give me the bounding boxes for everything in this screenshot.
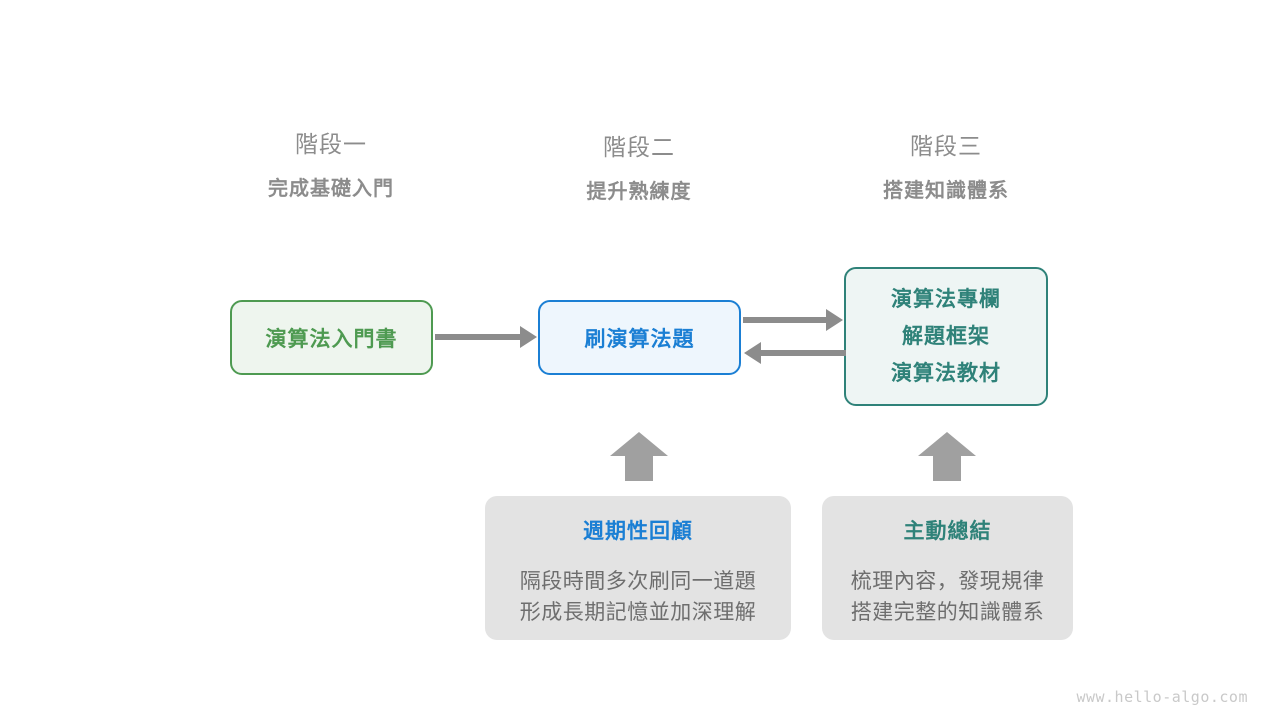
connector-book-to-practice — [435, 334, 522, 340]
card-active-summary-title: 主動總結 — [903, 520, 992, 543]
stage-header-2: 階段二 提升熟練度 — [509, 132, 769, 206]
card-periodic-review: 週期性回顧 隔段時間多次刷同一道題 形成長期記憶並加深理解 — [485, 496, 791, 640]
card-periodic-review-title: 週期性回顧 — [583, 520, 693, 543]
node-practice-problems-label: 刷演算法題 — [584, 327, 695, 351]
stage-goal-2: 提升熟練度 — [586, 181, 692, 203]
watermark: www.hello-algo.com — [1076, 688, 1248, 706]
node-intro-book: 演算法入門書 — [230, 300, 433, 375]
card-active-summary-line-1: 梳理內容，發現規律 — [850, 570, 1045, 593]
arrow-up-icon — [918, 432, 976, 481]
arrowhead-right-icon — [520, 326, 537, 348]
stage-header-3: 階段三 搭建知識體系 — [816, 131, 1076, 205]
connector-resources-to-practice — [761, 350, 846, 356]
node-learning-resources-line-1: 演算法專欄 — [891, 288, 1001, 311]
node-learning-resources-line-2: 解題框架 — [902, 325, 990, 348]
node-learning-resources-line-3: 演算法教材 — [891, 362, 1001, 385]
node-practice-problems: 刷演算法題 — [538, 300, 741, 375]
stage-ordinal-2: 階段二 — [603, 134, 675, 160]
stage-goal-3: 搭建知識體系 — [883, 180, 1009, 202]
arrowhead-left-icon — [744, 342, 761, 364]
card-periodic-review-body: 隔段時間多次刷同一道題 形成長期記憶並加深理解 — [485, 566, 791, 628]
stage-ordinal-3: 階段三 — [910, 133, 982, 159]
stage-header-1: 階段一 完成基礎入門 — [201, 129, 461, 203]
card-periodic-review-line-2: 形成長期記憶並加深理解 — [519, 601, 757, 624]
card-active-summary-line-2: 搭建完整的知識體系 — [850, 601, 1045, 624]
card-active-summary: 主動總結 梳理內容，發現規律 搭建完整的知識體系 — [822, 496, 1073, 640]
stage-goal-1: 完成基礎入門 — [268, 178, 394, 200]
arrowhead-right-icon — [826, 309, 843, 331]
node-learning-resources: 演算法專欄 解題框架 演算法教材 — [844, 267, 1048, 406]
card-periodic-review-line-1: 隔段時間多次刷同一道題 — [519, 570, 757, 593]
stage-ordinal-1: 階段一 — [295, 131, 367, 157]
connector-practice-to-resources — [743, 317, 828, 323]
node-intro-book-label: 演算法入門書 — [265, 327, 398, 351]
arrow-up-icon — [610, 432, 668, 481]
card-active-summary-body: 梳理內容，發現規律 搭建完整的知識體系 — [822, 566, 1073, 628]
